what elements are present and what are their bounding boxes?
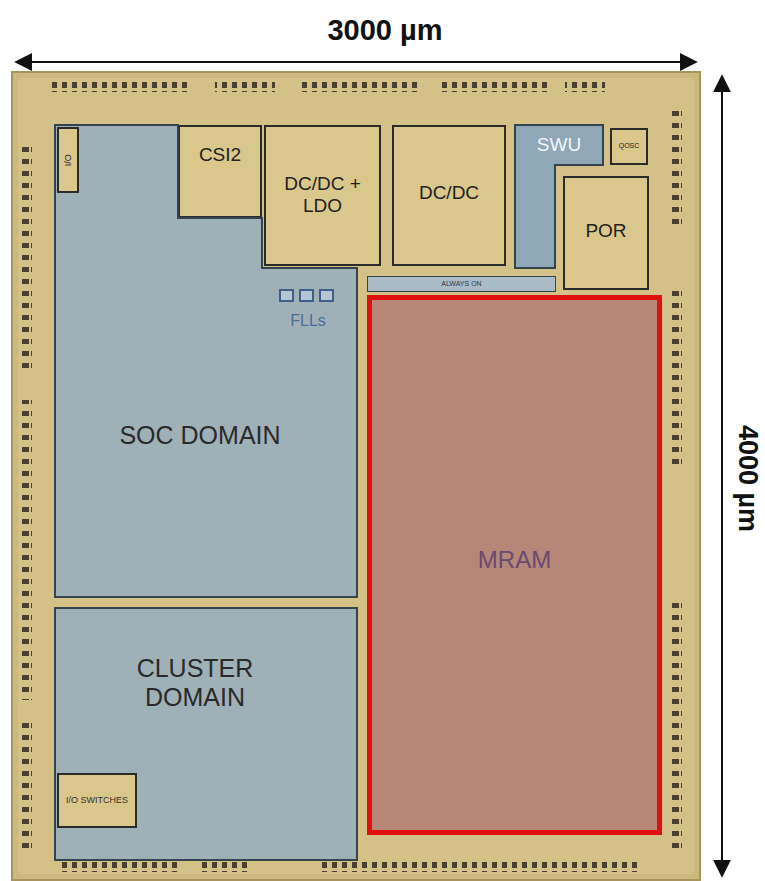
node-text-box: FLLs	[270, 308, 346, 334]
pads	[22, 720, 32, 850]
node-label: DC/DC + LDO	[268, 173, 377, 217]
pads	[215, 82, 275, 92]
pads	[48, 82, 188, 92]
pads	[300, 82, 420, 92]
node-label: DC/DC	[419, 182, 479, 204]
node-text-box: SOC DOMAIN	[115, 395, 285, 475]
pads	[672, 600, 682, 850]
node-text-box: CSI2	[182, 135, 258, 175]
dcdc-block: DC/DC	[392, 125, 506, 266]
node-label: I/O	[63, 154, 73, 166]
qosc-block: QOSC	[610, 128, 648, 165]
node-label: MRAM	[478, 546, 551, 574]
pads	[320, 862, 640, 872]
node-label: I/O SWITCHES	[66, 795, 128, 805]
dimension-arrow	[721, 76, 723, 876]
node-text-box: SWU	[517, 127, 601, 163]
dimension-label: 3000 µm	[327, 14, 442, 47]
pads	[22, 140, 32, 370]
node-text-box: CLUSTER DOMAIN	[95, 638, 295, 728]
pads	[22, 400, 32, 700]
pads	[565, 82, 605, 92]
cluster-domain: CLUSTER DOMAIN I/O SWITCHES	[55, 608, 357, 860]
mram-block: MRAM	[367, 295, 662, 835]
region-outline	[55, 125, 357, 597]
node-text-box: I/O SWITCHES	[60, 776, 134, 825]
node-text-box: MRAM	[387, 535, 642, 585]
node-text-box: DC/DC + LDO	[268, 165, 377, 225]
region-shape	[55, 125, 357, 597]
node-label: SOC DOMAIN	[119, 421, 280, 450]
node-label: QOSC	[619, 142, 640, 150]
pads	[672, 290, 682, 470]
node-text-box: QOSC	[611, 129, 647, 164]
csi2-block: CSI2	[178, 125, 262, 218]
region-shape	[55, 608, 357, 860]
fll-icon	[320, 290, 333, 301]
fll-icon	[280, 290, 293, 301]
fll-icons	[270, 286, 346, 306]
node-label: FLLs	[290, 312, 326, 330]
pads	[672, 110, 682, 230]
por-block: POR	[563, 176, 649, 290]
io-switches-block: I/O SWITCHES	[57, 773, 137, 828]
always-on-band: ALWAYS ON	[367, 276, 556, 292]
fll-icon	[300, 290, 313, 301]
node-label: CLUSTER DOMAIN	[95, 654, 295, 712]
node-text-box: DC/DC	[396, 170, 502, 215]
dimension-arrow	[16, 61, 696, 63]
die	[12, 72, 700, 880]
node-text-box: I/O	[57, 127, 79, 193]
pads	[200, 862, 250, 872]
node-label: ALWAYS ON	[441, 280, 481, 288]
node-label: CSI2	[199, 144, 241, 166]
node-text-box: ALWAYS ON	[367, 276, 556, 292]
pads	[60, 862, 180, 872]
node-label: POR	[585, 220, 626, 242]
dcdc-ldo-block: DC/DC + LDO	[264, 125, 381, 266]
die-core	[18, 78, 694, 874]
node-text-box: POR	[566, 206, 646, 256]
soc-domain: SOC DOMAIN FLLs	[55, 125, 357, 597]
fll-group: FLLs	[270, 286, 346, 338]
pads	[440, 82, 550, 92]
dimension-label: 4000 µm	[732, 424, 763, 531]
io-block: I/O	[57, 127, 79, 193]
node-label: SWU	[537, 134, 581, 156]
